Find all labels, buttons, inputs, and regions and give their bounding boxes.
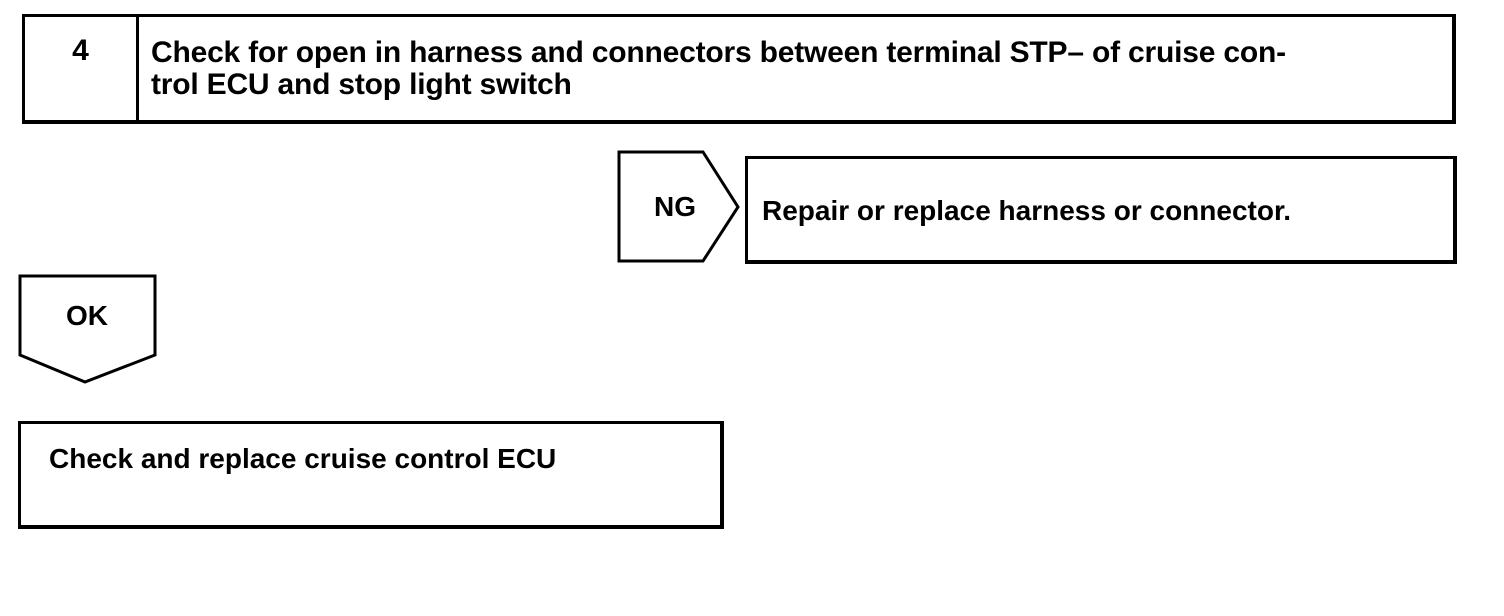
- step-box: 4 Check for open in harness and connecto…: [22, 14, 1456, 124]
- ok-arrow-shape: [18, 274, 157, 384]
- ng-result-text: Repair or replace harness or connector.: [762, 195, 1292, 226]
- step-number: 4: [72, 34, 89, 67]
- ok-result-box: Check and replace cruise control ECU: [18, 421, 724, 529]
- step-title-line-2: trol ECU and stop light switch: [151, 68, 572, 101]
- step-title-line-1: Check for open in harness and connectors…: [151, 36, 1286, 69]
- step-title: Check for open in harness and connectors…: [151, 37, 1441, 101]
- ng-label: NG: [654, 191, 696, 222]
- ng-arrow-shape: [617, 150, 740, 263]
- ok-label: OK: [66, 300, 108, 331]
- ok-result-text: Check and replace cruise control ECU: [49, 443, 557, 474]
- ng-result-box: Repair or replace harness or connector.: [745, 156, 1457, 264]
- step-number-cell: 4: [25, 17, 139, 120]
